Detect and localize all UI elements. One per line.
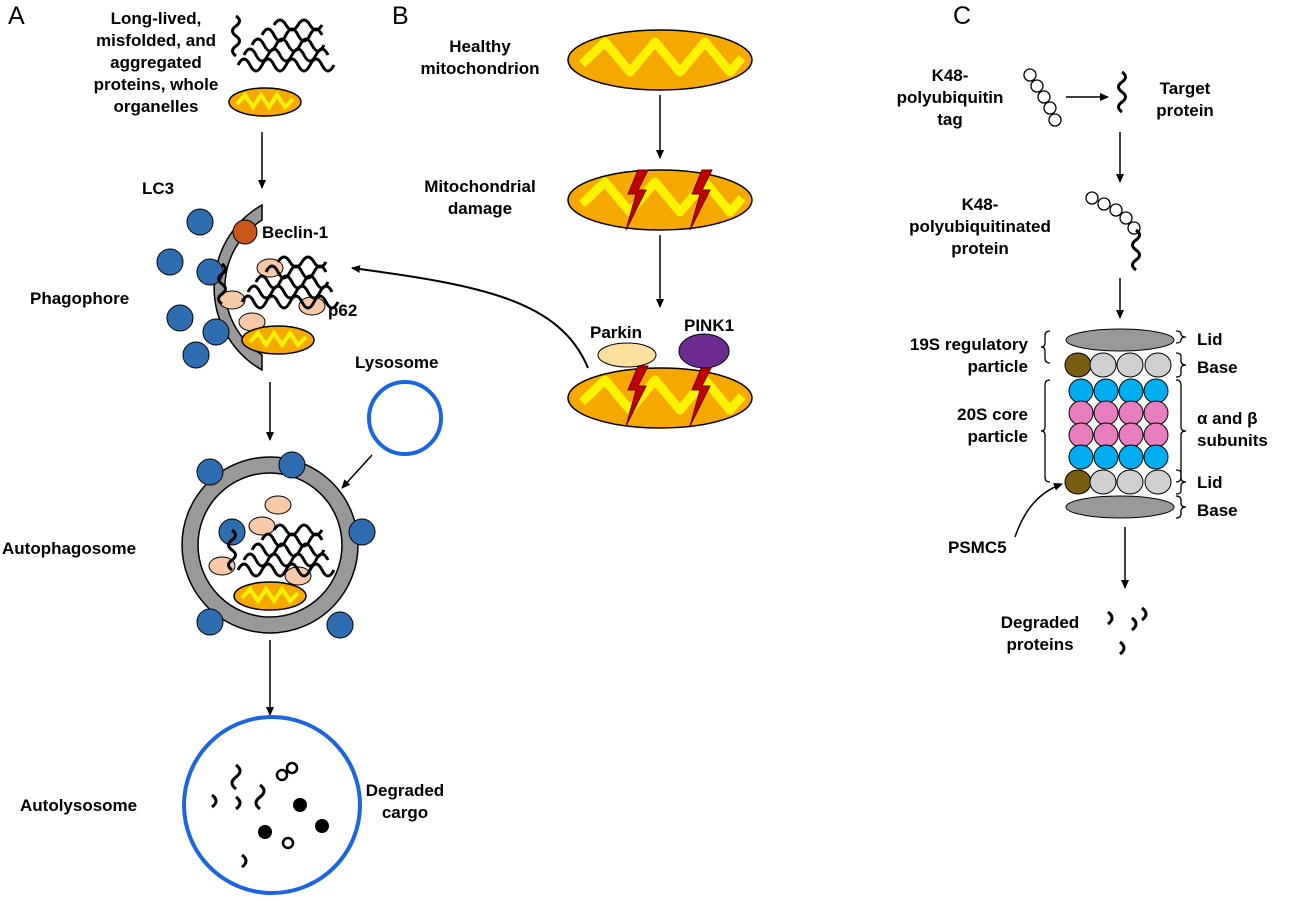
beclin-1-protein [232, 219, 258, 245]
mitochondrial-damage-label: Mitochondrial damage [424, 177, 536, 218]
lc3-protein [326, 611, 354, 639]
lc3-protein [278, 451, 306, 479]
base-subunit [1116, 469, 1144, 495]
subunits-label: α and β subunits [1197, 409, 1268, 450]
proteasome-shape [1064, 328, 1175, 519]
parkin-label: Parkin [590, 323, 642, 342]
psmc5-label: PSMC5 [948, 538, 1007, 557]
damaged-mitochondrion-shape [568, 170, 752, 230]
lid-bottom-label: Lid [1197, 473, 1223, 492]
healthy-mitochondrion-shape [568, 30, 752, 90]
panel-label-a: A [8, 2, 25, 30]
beta-ring [1068, 422, 1169, 448]
p62-protein [248, 516, 276, 536]
base-subunit [1089, 352, 1117, 378]
lc3-protein [182, 341, 210, 369]
degraded-cargo-label: Degraded cargo [365, 781, 445, 822]
p62-label: p62 [328, 301, 358, 320]
lc3-protein [348, 518, 376, 546]
substrates-icon [227, 14, 336, 118]
20s-core-particle-label: 20S core particle [957, 405, 1028, 446]
alpha-ring [1068, 378, 1169, 404]
base-top-label: Base [1197, 358, 1238, 377]
lid-top-label: Lid [1197, 330, 1223, 349]
arrow-lysosome-to-autophagosome [341, 454, 373, 489]
proteasome-braces [1040, 330, 1187, 519]
lid-top [1065, 328, 1175, 352]
polyubiquitin-chain-icon [1023, 68, 1062, 127]
panel-b [568, 30, 752, 428]
p62-protein [264, 495, 292, 515]
lid-bottom [1065, 495, 1175, 519]
psmc5-subunit [1064, 469, 1092, 495]
autophagosome-shape [181, 451, 376, 639]
base-subunit [1116, 352, 1144, 378]
pink1-label: PINK1 [684, 316, 735, 335]
panel-c [1014, 68, 1187, 656]
lc3-protein [218, 518, 246, 546]
beta-ring [1068, 400, 1169, 426]
lc3-protein [156, 248, 184, 276]
autophagosome-label: Autophagosome [2, 539, 137, 558]
lc3-protein [202, 318, 230, 346]
base-subunit [1144, 352, 1172, 378]
lc3-protein [196, 458, 224, 486]
target-protein-icon [1117, 70, 1127, 114]
substrates-label: Long-lived, misfolded, and aggregated pr… [93, 9, 219, 116]
autolysosome-label: Autolysosome [20, 796, 138, 815]
lysosome-shape [367, 380, 443, 456]
psmc5-subunit [1064, 352, 1092, 378]
arrow-psmc5-pointer [1014, 482, 1063, 538]
pink1-protein [678, 333, 730, 369]
panel-a [156, 14, 443, 895]
base-bottom-label: Base [1197, 501, 1238, 520]
parkin-protein [597, 342, 657, 368]
phagophore-label: Phagophore [30, 289, 130, 308]
lc3-protein [196, 608, 224, 636]
target-protein-label: Target protein [1156, 79, 1214, 120]
beclin-1-label: Beclin-1 [262, 223, 329, 242]
autolysosome-shape [182, 715, 362, 895]
arrow-mitophagy-to-phagophore [351, 265, 589, 369]
lysosome-label: Lysosome [355, 353, 439, 372]
recruited-mitochondrion-shape [568, 333, 752, 428]
polyubiquitinated-protein-icon [1085, 191, 1141, 272]
base-subunit [1144, 469, 1172, 495]
alpha-ring [1068, 444, 1169, 470]
polyubiquitinated-protein-label: K48- polyubiquitinated protein [909, 195, 1051, 258]
phagophore-shape [156, 203, 340, 372]
panel-label-b: B [392, 2, 409, 30]
19s-regulatory-particle-label: 19S regulatory particle [909, 335, 1028, 376]
panel-label-c: C [953, 2, 972, 30]
polyubiquitin-tag-label: K48- polyubiquitin tag [896, 66, 1004, 129]
degraded-proteins-icon [1107, 606, 1148, 656]
lc3-label: LC3 [142, 179, 175, 198]
base-subunit [1089, 469, 1117, 495]
healthy-mitochondrion-label: Healthy mitochondrion [420, 37, 540, 78]
degraded-proteins-label: Degraded proteins [1000, 613, 1080, 654]
lc3-protein [166, 304, 194, 332]
lc3-protein [186, 208, 214, 236]
